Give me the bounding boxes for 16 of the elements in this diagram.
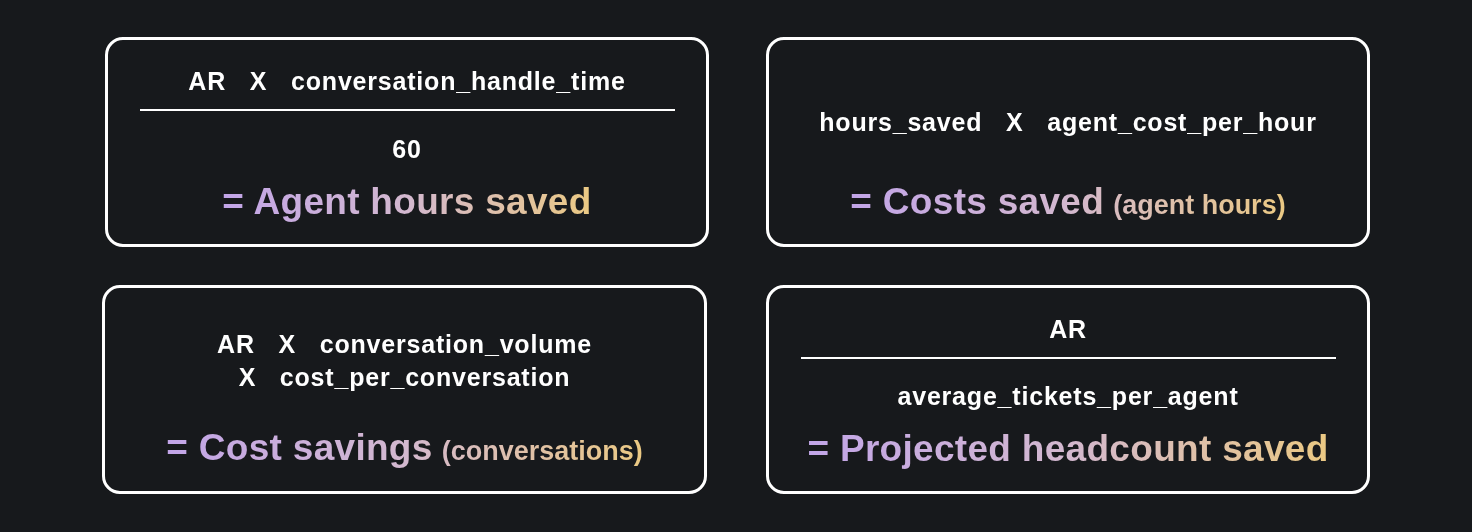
formula-numerator: hours_saved X agent_cost_per_hour [819,106,1317,138]
formula-numerator: AR X conversation_handle_time [188,65,626,97]
result-note: (agent hours) [1113,189,1286,220]
formula-card [766,37,1370,247]
formula-result: = Projected headcount saved [807,428,1329,469]
result-note: (conversations) [441,435,643,466]
formula-denominator: 60 [392,133,422,165]
formula-card [102,285,707,494]
formula-denominator: average_tickets_per_agent [897,380,1239,412]
formula-numerator: AR [1049,313,1087,345]
formula-card [105,37,709,247]
formula-result: = Costs saved [850,180,1105,222]
formula-result: = Agent hours saved [222,181,592,222]
formula-card [766,285,1370,494]
formula-result: = Cost savings [166,426,433,468]
formula-numerator: AR X conversation_volume X cost_per_conversation [216,329,593,393]
